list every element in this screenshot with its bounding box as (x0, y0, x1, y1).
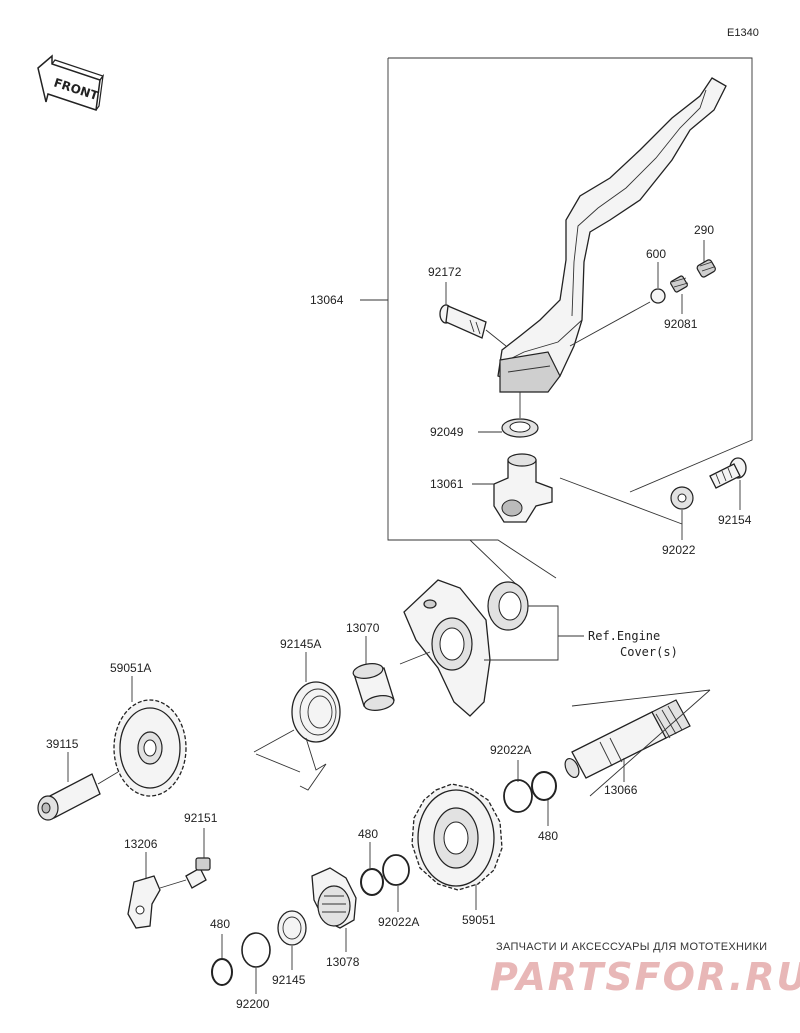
part-label-92145: 92145 (272, 973, 306, 987)
part-label-92154: 92154 (718, 513, 752, 527)
part-label-92145A: 92145A (280, 637, 321, 651)
ratchet (311, 867, 357, 929)
part-label-92151: 92151 (184, 811, 218, 825)
kick-shaft-boss (493, 453, 553, 523)
part-label-480-mid: 480 (358, 827, 378, 841)
part-label-13064: 13064 (310, 293, 344, 307)
reference-label-line2: Cover(s) (620, 645, 678, 659)
kick-pedal-lever (497, 77, 727, 393)
assembly-frame-bottom (388, 539, 521, 589)
ratchet-guide (127, 875, 161, 929)
part-label-13078: 13078 (326, 955, 360, 969)
circlip-480-left (211, 958, 233, 986)
kick-spring (291, 681, 341, 791)
circlip-480-right (531, 771, 557, 801)
part-label-13070: 13070 (346, 621, 380, 635)
diagram-code: E1340 (727, 27, 759, 39)
part-label-600: 600 (646, 247, 666, 261)
part-label-480-left: 480 (210, 917, 230, 931)
washer-92022 (670, 486, 694, 510)
part-label-92022A-top: 92022A (490, 743, 531, 757)
ratchet-spring (277, 910, 307, 946)
part-label-92200: 92200 (236, 997, 270, 1011)
part-label-13061: 13061 (430, 477, 464, 491)
detent-spring (670, 275, 689, 293)
watermark-tagline: ЗАПЧАСТИ И АКСЕССУАРЫ ДЛЯ МОТОТЕХНИКИ (496, 941, 767, 953)
part-label-92172: 92172 (428, 265, 462, 279)
pivot-bolt (439, 304, 487, 339)
part-label-13206: 13206 (124, 837, 158, 851)
washer-92200 (241, 932, 271, 968)
set-screw (696, 259, 716, 278)
part-label-59051: 59051 (462, 913, 496, 927)
part-label-290: 290 (694, 223, 714, 237)
kick-shaft (564, 699, 691, 779)
idle-gear-shaft (37, 773, 101, 821)
washer-92049 (501, 418, 539, 438)
idle-gear (113, 699, 187, 797)
circlip-480-mid (360, 868, 384, 896)
assembly-frame (388, 57, 753, 493)
washer-92022A-top (503, 779, 533, 813)
front-arrow-icon: FRONT (37, 54, 104, 111)
oil-seal (487, 581, 529, 631)
part-label-92081: 92081 (664, 317, 698, 331)
engine-cover-reference (403, 579, 491, 717)
kick-gear (411, 783, 503, 891)
part-label-92022A-bottom: 92022A (378, 915, 419, 929)
washer-92022A-bottom (382, 854, 410, 886)
part-label-92022: 92022 (662, 543, 696, 557)
part-label-92049: 92049 (430, 425, 464, 439)
part-label-39115: 39115 (46, 737, 79, 751)
detent-ball (650, 288, 666, 304)
part-label-480-right: 480 (538, 829, 558, 843)
part-label-59051A: 59051A (110, 661, 151, 675)
part-label-13066: 13066 (604, 783, 638, 797)
reference-label-line1: Ref.Engine (588, 629, 660, 643)
bolt-92151 (185, 857, 211, 889)
watermark-logo: PARTSFOR.RU (490, 955, 800, 999)
bushing-13070 (352, 663, 395, 711)
bolt-92154 (709, 457, 747, 489)
